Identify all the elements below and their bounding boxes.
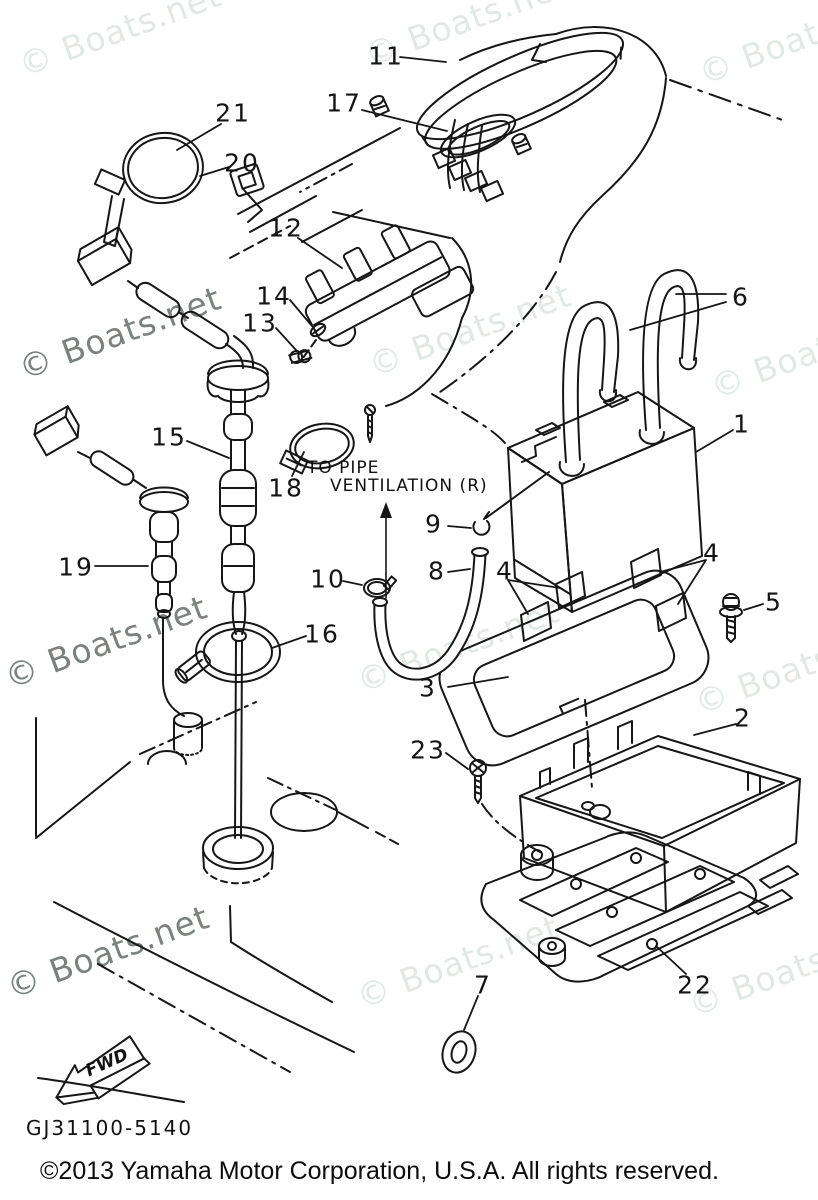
- hose: [372, 547, 489, 681]
- callout-4b: 4: [703, 538, 721, 568]
- clip: [472, 471, 550, 536]
- vent-annotation-line1: TO PIPE: [307, 458, 380, 478]
- screw-14: [309, 322, 327, 338]
- tray-mat: [438, 569, 710, 767]
- callout-14: 14: [256, 281, 292, 311]
- fuel-sender-19: [33, 405, 189, 717]
- callout-4a: 4: [496, 556, 514, 586]
- pads: [520, 548, 687, 642]
- battery-brackets: [558, 269, 700, 477]
- meter-assembly: [369, 31, 625, 203]
- callout-18: 18: [268, 473, 304, 503]
- callout-16: 16: [304, 619, 340, 649]
- callout-1: 1: [733, 409, 751, 439]
- battery: [507, 391, 703, 613]
- copyright-text: ©2013 Yamaha Motor Corporation, U.S.A. A…: [40, 1157, 719, 1185]
- mounting-base: [480, 831, 799, 983]
- nut-13: [288, 349, 313, 365]
- callout-23: 23: [410, 735, 446, 765]
- wire-connectors: [431, 146, 505, 203]
- vent-annotation-line2: VENTILATION (R): [330, 476, 488, 496]
- vent-arrow: [364, 404, 392, 599]
- callout-10: 10: [310, 564, 346, 594]
- hose-clamp-16: [174, 621, 281, 684]
- callout-13: 13: [242, 308, 278, 338]
- fuel-tank: [35, 701, 399, 1103]
- callout-17: 17: [326, 88, 362, 118]
- cable-tie: [93, 131, 265, 247]
- battery-box: [519, 720, 801, 913]
- callout-2: 2: [734, 703, 752, 733]
- callout-19: 19: [58, 552, 94, 582]
- leader-lines: [94, 56, 764, 1031]
- callout-22: 22: [677, 970, 713, 1000]
- callout-15: 15: [151, 422, 187, 452]
- callout-3: 3: [419, 673, 437, 703]
- fuel-sender-15: [76, 226, 270, 839]
- grommet: [441, 1030, 477, 1074]
- hose-clamp-18: [279, 422, 355, 475]
- callout-12: 12: [268, 213, 304, 243]
- callout-11: 11: [368, 41, 404, 71]
- callout-7: 7: [474, 970, 492, 1000]
- diagram-code: GJ31100-5140: [26, 1116, 194, 1140]
- callout-5: 5: [765, 587, 783, 617]
- hose-clamp-small: [363, 575, 398, 598]
- fwd-arrow-icon: [55, 1035, 151, 1106]
- callout-20: 20: [224, 148, 260, 178]
- callout-6: 6: [732, 282, 750, 312]
- screw-23: [469, 699, 593, 853]
- bracket: [288, 224, 475, 365]
- callout-9: 9: [425, 509, 443, 539]
- callout-21: 21: [215, 98, 251, 128]
- hull-outline: [229, 26, 789, 448]
- callout-8: 8: [428, 556, 446, 586]
- bolt: [719, 593, 743, 643]
